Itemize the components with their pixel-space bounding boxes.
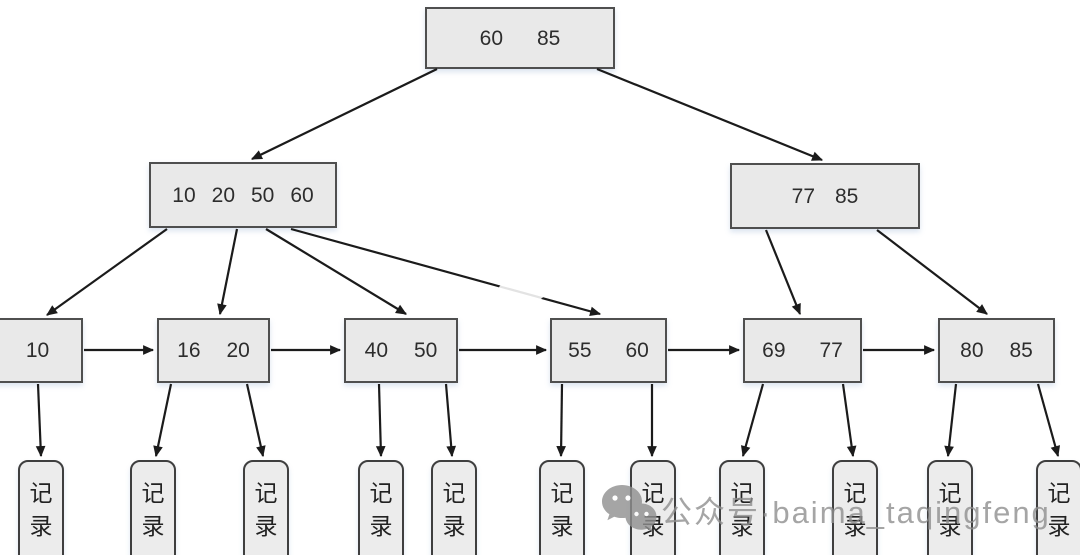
record-box: 记录 bbox=[630, 460, 676, 555]
record-label: 记录 bbox=[843, 480, 867, 539]
leaf-key: 20 bbox=[226, 339, 250, 362]
edge-leaf-record-5 bbox=[444, 383, 457, 458]
record-label: 记录 bbox=[369, 480, 393, 539]
edge-leaf-record-2 bbox=[153, 383, 173, 458]
leaf-node-4: 55 60 bbox=[550, 318, 667, 383]
leaf-key: 77 bbox=[819, 339, 843, 362]
record-box: 记录 bbox=[18, 460, 64, 555]
leaf-key: 55 bbox=[568, 339, 592, 362]
internal-key: 20 bbox=[211, 183, 235, 207]
edge-root-internal-left bbox=[251, 68, 438, 160]
record-box: 记录 bbox=[1036, 460, 1080, 555]
record-box: 记录 bbox=[358, 460, 404, 555]
leaf-to-record-edges bbox=[35, 383, 1061, 458]
leaf-node-2: 16 20 bbox=[157, 318, 270, 383]
edge-leaf-record-1 bbox=[35, 383, 46, 458]
edge-internal-leaf-5 bbox=[764, 229, 802, 316]
edge-internal-leaf-6 bbox=[876, 229, 988, 315]
edge-internal-leaf-4 bbox=[290, 227, 602, 317]
edge-internal-leaf-1 bbox=[46, 228, 168, 316]
leaf-key: 69 bbox=[762, 339, 786, 362]
edge-root-internal-right bbox=[596, 67, 824, 162]
record-box: 记录 bbox=[130, 460, 176, 555]
leaf-key: 10 bbox=[25, 339, 50, 362]
edge-leaf-record-4 bbox=[375, 383, 386, 458]
internal-key: 50 bbox=[251, 183, 275, 207]
leaf-key: 16 bbox=[177, 339, 201, 362]
record-label: 记录 bbox=[1047, 480, 1071, 539]
edge-leaf-record-11 bbox=[1036, 383, 1061, 458]
leaf-key: 60 bbox=[625, 339, 649, 362]
record-box: 记录 bbox=[719, 460, 765, 555]
watermark-blob bbox=[498, 278, 546, 304]
internal-to-leaf-edges bbox=[46, 227, 988, 317]
record-label: 记录 bbox=[442, 480, 466, 539]
record-label: 记录 bbox=[641, 480, 665, 539]
internal-node-right: 77 85 bbox=[730, 163, 920, 229]
record-box: 记录 bbox=[431, 460, 477, 555]
record-box: 记录 bbox=[539, 460, 585, 555]
edge-internal-leaf-3 bbox=[265, 228, 407, 315]
record-box: 记录 bbox=[832, 460, 878, 555]
record-label: 记录 bbox=[29, 480, 53, 539]
edge-internal-leaf-2 bbox=[217, 228, 239, 316]
record-box: 记录 bbox=[927, 460, 973, 555]
record-box: 记录 bbox=[243, 460, 289, 555]
edge-leaf-record-8 bbox=[740, 383, 765, 458]
internal-node-left: 10 20 50 60 bbox=[149, 162, 337, 228]
leaf-node-1: 10 bbox=[0, 318, 83, 383]
leaf-key: 80 bbox=[960, 339, 984, 362]
edge-leaf-record-3 bbox=[245, 383, 266, 458]
internal-key: 77 bbox=[791, 184, 815, 208]
record-label: 记录 bbox=[938, 480, 962, 539]
root-node: 60 85 bbox=[425, 7, 615, 69]
internal-key: 60 bbox=[290, 183, 314, 207]
internal-key: 85 bbox=[835, 184, 859, 208]
record-label: 记录 bbox=[254, 480, 278, 539]
leaf-node-3: 40 50 bbox=[344, 318, 458, 383]
root-key: 85 bbox=[537, 26, 561, 50]
leaf-key: 40 bbox=[364, 339, 388, 362]
edge-leaf-record-6 bbox=[556, 383, 566, 458]
edge-leaf-record-9 bbox=[841, 383, 857, 458]
leaf-node-6: 80 85 bbox=[938, 318, 1055, 383]
root-key: 60 bbox=[479, 26, 503, 50]
record-label: 记录 bbox=[550, 480, 574, 539]
record-label: 记录 bbox=[730, 480, 754, 539]
edge-leaf-record-10 bbox=[944, 383, 958, 458]
leaf-node-5: 69 77 bbox=[743, 318, 862, 383]
leaf-key: 85 bbox=[1009, 339, 1033, 362]
root-to-internal-edges bbox=[251, 67, 824, 162]
leaf-key: 50 bbox=[414, 339, 438, 362]
internal-key: 10 bbox=[172, 183, 196, 207]
record-label: 记录 bbox=[141, 480, 165, 539]
